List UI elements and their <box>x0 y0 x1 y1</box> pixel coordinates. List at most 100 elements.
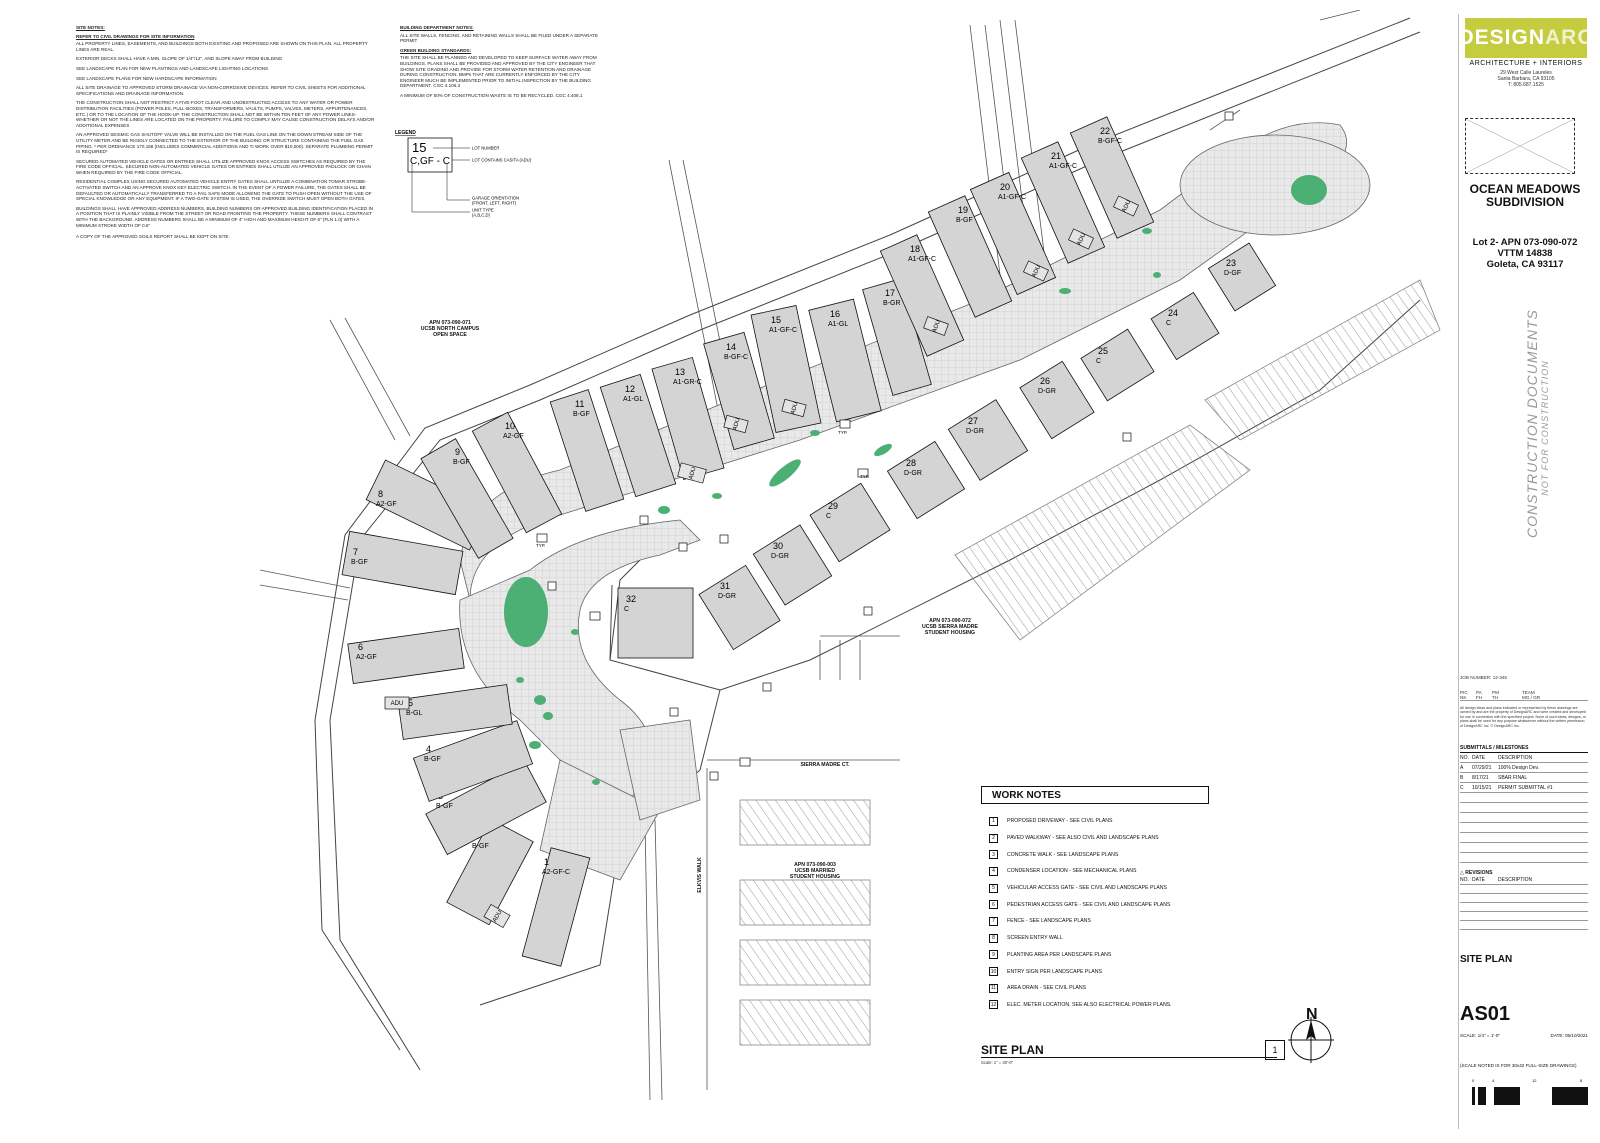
building-footprint <box>471 411 563 534</box>
lot-number: 30 <box>773 541 783 551</box>
site-note-item: AN APPROVED SEISMIC GAS SHUTOFF VALVE WI… <box>76 132 374 155</box>
building-lot <box>397 684 513 740</box>
adu-label: ADU <box>732 417 741 431</box>
adu-box: ADU <box>483 903 511 929</box>
adu-label: ADU <box>688 466 697 480</box>
legend-garage-sub: (FRONT, LEFT, RIGHT) <box>472 201 517 206</box>
green-building-heading: GREEN BUILDING STANDARDS: <box>400 47 472 53</box>
empty-row <box>1460 903 1588 912</box>
building-lot <box>698 564 781 651</box>
adu-label: ADU <box>391 701 404 707</box>
lot-number: 26 <box>1040 376 1050 386</box>
revisions-heading-text: REVISIONS <box>1465 870 1493 876</box>
submittal-cell: 10/15/21 <box>1472 784 1492 791</box>
submittal-cell: PERMIT SUBMITTAL #1 <box>1498 784 1553 791</box>
building-footprint <box>1207 242 1277 312</box>
col-header: DESCRIPTION <box>1498 877 1533 883</box>
team-header: PM <box>1492 690 1499 695</box>
north-arrow <box>1288 1017 1334 1063</box>
scale-value: 1/4" = 1'-0" <box>1477 1033 1501 1038</box>
disclaimer: All design ideas and plans indicated or … <box>1460 706 1586 728</box>
lot-number: 14 <box>726 342 736 352</box>
project-lot: Lot 2- APN 073-090-072 VTTM 14838 Goleta… <box>1460 237 1590 270</box>
lot-number: 22 <box>1100 126 1110 136</box>
building-lot <box>425 760 547 856</box>
adu-label: ADU <box>492 910 504 924</box>
adu-box: ADU <box>723 414 749 434</box>
project-line: SUBDIVISION <box>1485 195 1564 209</box>
scale-note: (SCALE NOTED IS FOR 30x42 FULL-SIZE DRAW… <box>1460 1063 1577 1068</box>
site-note-item: ALL SITE DRAINAGE TO APPROVED STORM DRAI… <box>76 85 366 96</box>
lot-number: 29 <box>828 501 838 511</box>
building-lot <box>341 530 464 596</box>
work-note-text: PEDESTRIAN ACCESS GATE - SEE CIVIL AND L… <box>1007 901 1171 908</box>
adu-box: ADU <box>1113 195 1139 217</box>
date-label: DATE: <box>1550 1033 1564 1038</box>
document-status: CONSTRUCTION DOCUMENTS NOT FOR CONSTRUCT… <box>1524 309 1550 538</box>
callouts <box>536 111 1234 781</box>
empty-row <box>1460 793 1588 803</box>
submittal-cell: SBAR FINAL <box>1498 774 1528 781</box>
job-value: 12-345 <box>1492 675 1507 680</box>
lot-type: D-GR <box>904 470 922 477</box>
lot-type: C <box>1166 320 1171 327</box>
stamp-placeholder <box>1465 118 1575 174</box>
building-footprint <box>808 298 882 423</box>
team-header: PIC <box>1460 690 1468 695</box>
revisions-heading: △ REVISIONS <box>1460 870 1588 876</box>
building-footprint <box>397 684 513 740</box>
building-footprint <box>599 373 677 498</box>
building-lot <box>808 298 882 423</box>
lot-number: 9 <box>455 447 460 457</box>
empty-row <box>1460 921 1588 930</box>
submittal-cell: B <box>1460 774 1464 781</box>
lot-type: B-GF <box>956 217 973 224</box>
lot-number: 6 <box>358 642 363 652</box>
apn-line: APN 073-090-072 <box>929 618 971 624</box>
submittals-header-row: NO. DATE DESCRIPTION <box>1460 753 1588 763</box>
building-lot <box>471 411 563 534</box>
empty-row <box>1460 912 1588 921</box>
team-header: PA <box>1476 690 1482 695</box>
building-lot <box>617 587 694 659</box>
work-note-text: PLANTING AREA PER LANDSCAPE PLANS <box>1007 951 1112 958</box>
building-lot <box>927 195 1013 318</box>
apn-line: STUDENT HOUSING <box>789 874 841 880</box>
scale-bar: 0 4 12 8 <box>1472 1078 1588 1105</box>
lot-number: 20 <box>1000 182 1010 192</box>
submittals-heading: SUBMITTALS / MILESTONES <box>1460 745 1588 753</box>
work-note-text: CONDENSER LOCATION - SEE MECHANICAL PLAN… <box>1007 868 1137 875</box>
building-lot <box>752 524 833 606</box>
site-note-item: A COPY OF THE APPROVED SOILS REPORT SHAL… <box>76 234 230 240</box>
context-roads <box>259 10 1361 1101</box>
building-footprint <box>1019 360 1095 440</box>
lot-type: A2-GF-C <box>542 869 570 876</box>
building-footprint <box>703 331 775 451</box>
building-lot <box>412 720 534 802</box>
building-lot <box>1207 242 1277 312</box>
adu-label: ADU <box>1032 264 1043 278</box>
bar-tick: 8 <box>1580 1078 1583 1083</box>
building-lot <box>599 373 677 498</box>
lot-type: C <box>1096 358 1101 365</box>
building-lot <box>1080 328 1155 402</box>
lot-number: 15 <box>771 315 781 325</box>
lot-number: 27 <box>968 416 978 426</box>
building-footprint <box>521 847 591 967</box>
lot-type: A2-GF <box>356 654 377 661</box>
lot-type: B-GF <box>436 803 453 810</box>
work-note-number: 7 <box>989 916 998 926</box>
lot-type: D-GR <box>1038 388 1056 395</box>
title-block <box>1458 14 1593 1129</box>
lot-type: D-GR <box>718 593 736 600</box>
legend-lot-label: LOT NUMBER <box>472 146 499 151</box>
adu-box: ADU <box>781 398 807 418</box>
col-header: NO. <box>1460 877 1469 883</box>
building-lot <box>446 818 534 926</box>
project-line: OCEAN MEADOWS <box>1469 182 1581 196</box>
site-note-item: BUILDINGS SHALL HAVE APPROVED ADDRESS NU… <box>76 205 374 228</box>
work-note-number: 4 <box>989 866 998 876</box>
